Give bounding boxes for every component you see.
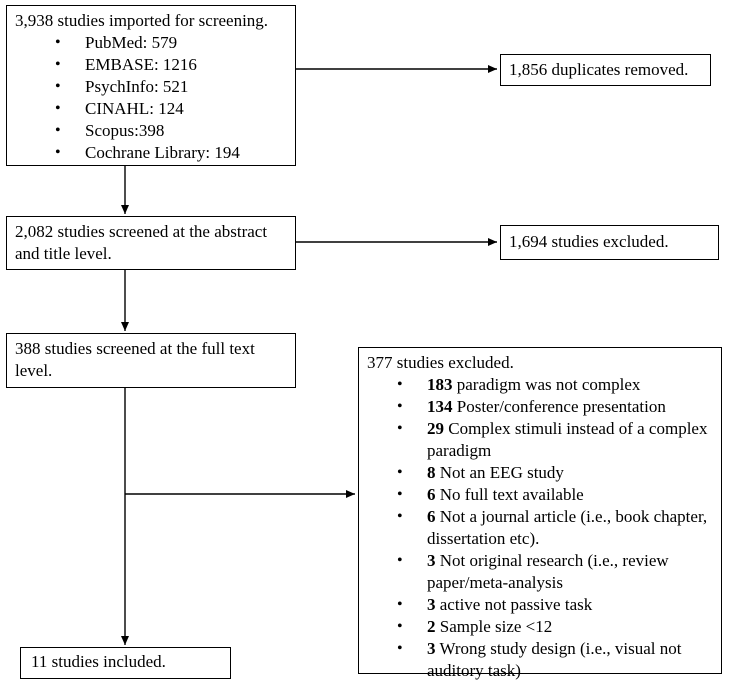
reason-text: Not original research (i.e., review (439, 551, 669, 570)
reason-count: 3 (427, 639, 436, 658)
abstract-excluded-box: 1,694 studies excluded. (500, 225, 719, 260)
reason-count: 183 (427, 375, 453, 394)
reason-text-continued: auditory task) (427, 661, 521, 680)
reason-text: Complex stimuli instead of a complex (448, 419, 708, 438)
reason-text: Not a journal article (i.e., book chapte… (439, 507, 708, 526)
abstract-screen-line2: and title level. (15, 244, 112, 263)
exclusion-reason: 3 Wrong study design (i.e., visual not au… (397, 638, 713, 682)
fulltext-screen-line1: 388 studies screened at the full text (15, 339, 255, 358)
reason-text-continued: dissertation etc). (427, 529, 540, 548)
reason-count: 2 (427, 617, 436, 636)
included-box: 11 studies included. (20, 647, 231, 679)
source-item: Cochrane Library: 194 (55, 142, 287, 164)
reason-count: 6 (427, 485, 436, 504)
exclusion-reason: 183 paradigm was not complex (397, 374, 713, 396)
reason-text-continued: paper/meta-analysis (427, 573, 563, 592)
exclusion-reason: 6 Not a journal article (i.e., book chap… (397, 506, 713, 550)
reason-count: 29 (427, 419, 444, 438)
source-item: CINAHL: 124 (55, 98, 287, 120)
source-item: EMBASE: 1216 (55, 54, 287, 76)
abstract-screen-box: 2,082 studies screened at the abstract a… (6, 216, 296, 270)
exclusion-reason-list: 183 paradigm was not complex 134 Poster/… (367, 374, 713, 682)
exclusion-reason: 134 Poster/conference presentation (397, 396, 713, 418)
reason-count: 134 (427, 397, 453, 416)
imported-box: 3,938 studies imported for screening. Pu… (6, 5, 296, 166)
reason-count: 8 (427, 463, 436, 482)
reason-text: Poster/conference presentation (456, 397, 666, 416)
exclusion-reason: 6 No full text available (397, 484, 713, 506)
exclusion-reason: 29 Complex stimuli instead of a complex p… (397, 418, 713, 462)
duplicates-box: 1,856 duplicates removed. (500, 54, 711, 86)
duplicates-text: 1,856 duplicates removed. (509, 60, 689, 79)
fulltext-screen-box: 388 studies screened at the full text le… (6, 333, 296, 388)
exclusion-reason: 8 Not an EEG study (397, 462, 713, 484)
source-item: PubMed: 579 (55, 32, 287, 54)
fulltext-excluded-title: 377 studies excluded. (367, 353, 514, 372)
source-list: PubMed: 579 EMBASE: 1216 PsychInfo: 521 … (15, 32, 287, 164)
exclusion-reason: 3 Not original research (i.e., review pap… (397, 550, 713, 594)
reason-count: 6 (427, 507, 436, 526)
reason-text: Wrong study design (i.e., visual not (439, 639, 682, 658)
reason-text: Not an EEG study (439, 463, 564, 482)
exclusion-reason: 3 active not passive task (397, 594, 713, 616)
abstract-excluded-text: 1,694 studies excluded. (509, 232, 669, 251)
reason-count: 3 (427, 595, 436, 614)
reason-text-continued: paradigm (427, 441, 492, 460)
exclusion-reason: 2 Sample size <12 (397, 616, 713, 638)
included-text: 11 studies included. (31, 652, 166, 671)
reason-text: No full text available (439, 485, 584, 504)
source-item: Scopus:398 (55, 120, 287, 142)
imported-title: 3,938 studies imported for screening. (15, 11, 269, 30)
reason-count: 3 (427, 551, 436, 570)
source-item: PsychInfo: 521 (55, 76, 287, 98)
abstract-screen-line1: 2,082 studies screened at the abstract (15, 222, 268, 241)
reason-text: active not passive task (439, 595, 593, 614)
fulltext-screen-line2: level. (15, 361, 53, 380)
reason-text: Sample size <12 (439, 617, 553, 636)
fulltext-excluded-box: 377 studies excluded. 183 paradigm was n… (358, 347, 722, 680)
reason-text: paradigm was not complex (456, 375, 641, 394)
